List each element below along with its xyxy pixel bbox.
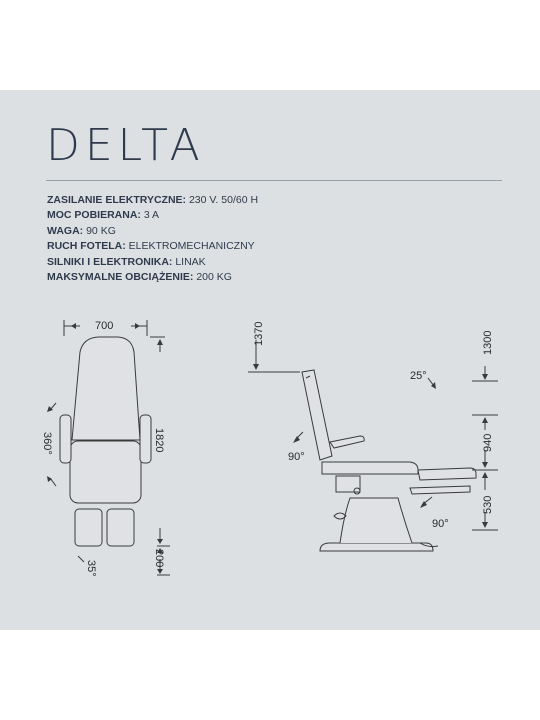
spec-label: SILNIKI I ELEKTRONIKA: <box>47 255 173 268</box>
spec-max-load: MAKSYMALNE OBCIĄŻENIE: 200 KG <box>47 270 258 285</box>
dim-rotation: 360° <box>41 432 53 455</box>
side-view-chair <box>301 369 477 552</box>
dim-width: 700 <box>95 320 113 332</box>
spec-weight: WAGA: 90 KG <box>47 224 258 239</box>
dim-height-min: 530 <box>482 496 494 514</box>
spec-value: 3 A <box>143 209 160 222</box>
dim-seat-height: 1370 <box>253 322 265 346</box>
title-divider <box>46 180 502 181</box>
spec-label: WAGA: <box>47 224 84 237</box>
dim-backrest-angle: 25° <box>410 370 427 382</box>
spec-label: MAKSYMALNE OBCIĄŻENIE: <box>47 271 194 284</box>
spec-value: 90 KG <box>86 224 116 237</box>
spec-power-consumption: MOC POBIERANA: 3 A <box>47 208 258 223</box>
product-title: DELTA <box>46 120 205 171</box>
spec-value: ELEKTROMECHANICZNY <box>128 240 255 253</box>
spec-motors-electronics: SILNIKI I ELEKTRONIKA: LINAK <box>47 255 258 270</box>
spec-label: MOC POBIERANA: <box>47 209 141 222</box>
spec-value: 200 KG <box>196 271 232 284</box>
spec-chair-movement: RUCH FOTELA: ELEKTROMECHANICZNY <box>47 239 258 254</box>
spec-label: RUCH FOTELA: <box>47 240 126 253</box>
dim-length: 1820 <box>153 428 165 452</box>
spec-power-supply: ZASILANIE ELEKTRYCZNE: 230 V. 50/60 H <box>47 193 258 208</box>
dim-height-mid: 940 <box>482 434 494 452</box>
dim-armrest-angle: 90° <box>288 451 305 463</box>
spec-list: ZASILANIE ELEKTRYCZNE: 230 V. 50/60 H MO… <box>47 193 258 285</box>
dim-height-max: 1300 <box>482 331 494 355</box>
dim-legrest-angle: 90° <box>432 518 449 530</box>
spec-label: ZASILANIE ELEKTRYCZNE: <box>47 194 187 206</box>
dim-footrest-length: 200 <box>153 549 165 567</box>
spec-value: 230 V. 50/60 H <box>188 194 259 206</box>
dim-footrest-angle: 35° <box>85 560 97 577</box>
spec-value: LINAK <box>175 255 206 268</box>
top-view-chair <box>59 336 152 547</box>
